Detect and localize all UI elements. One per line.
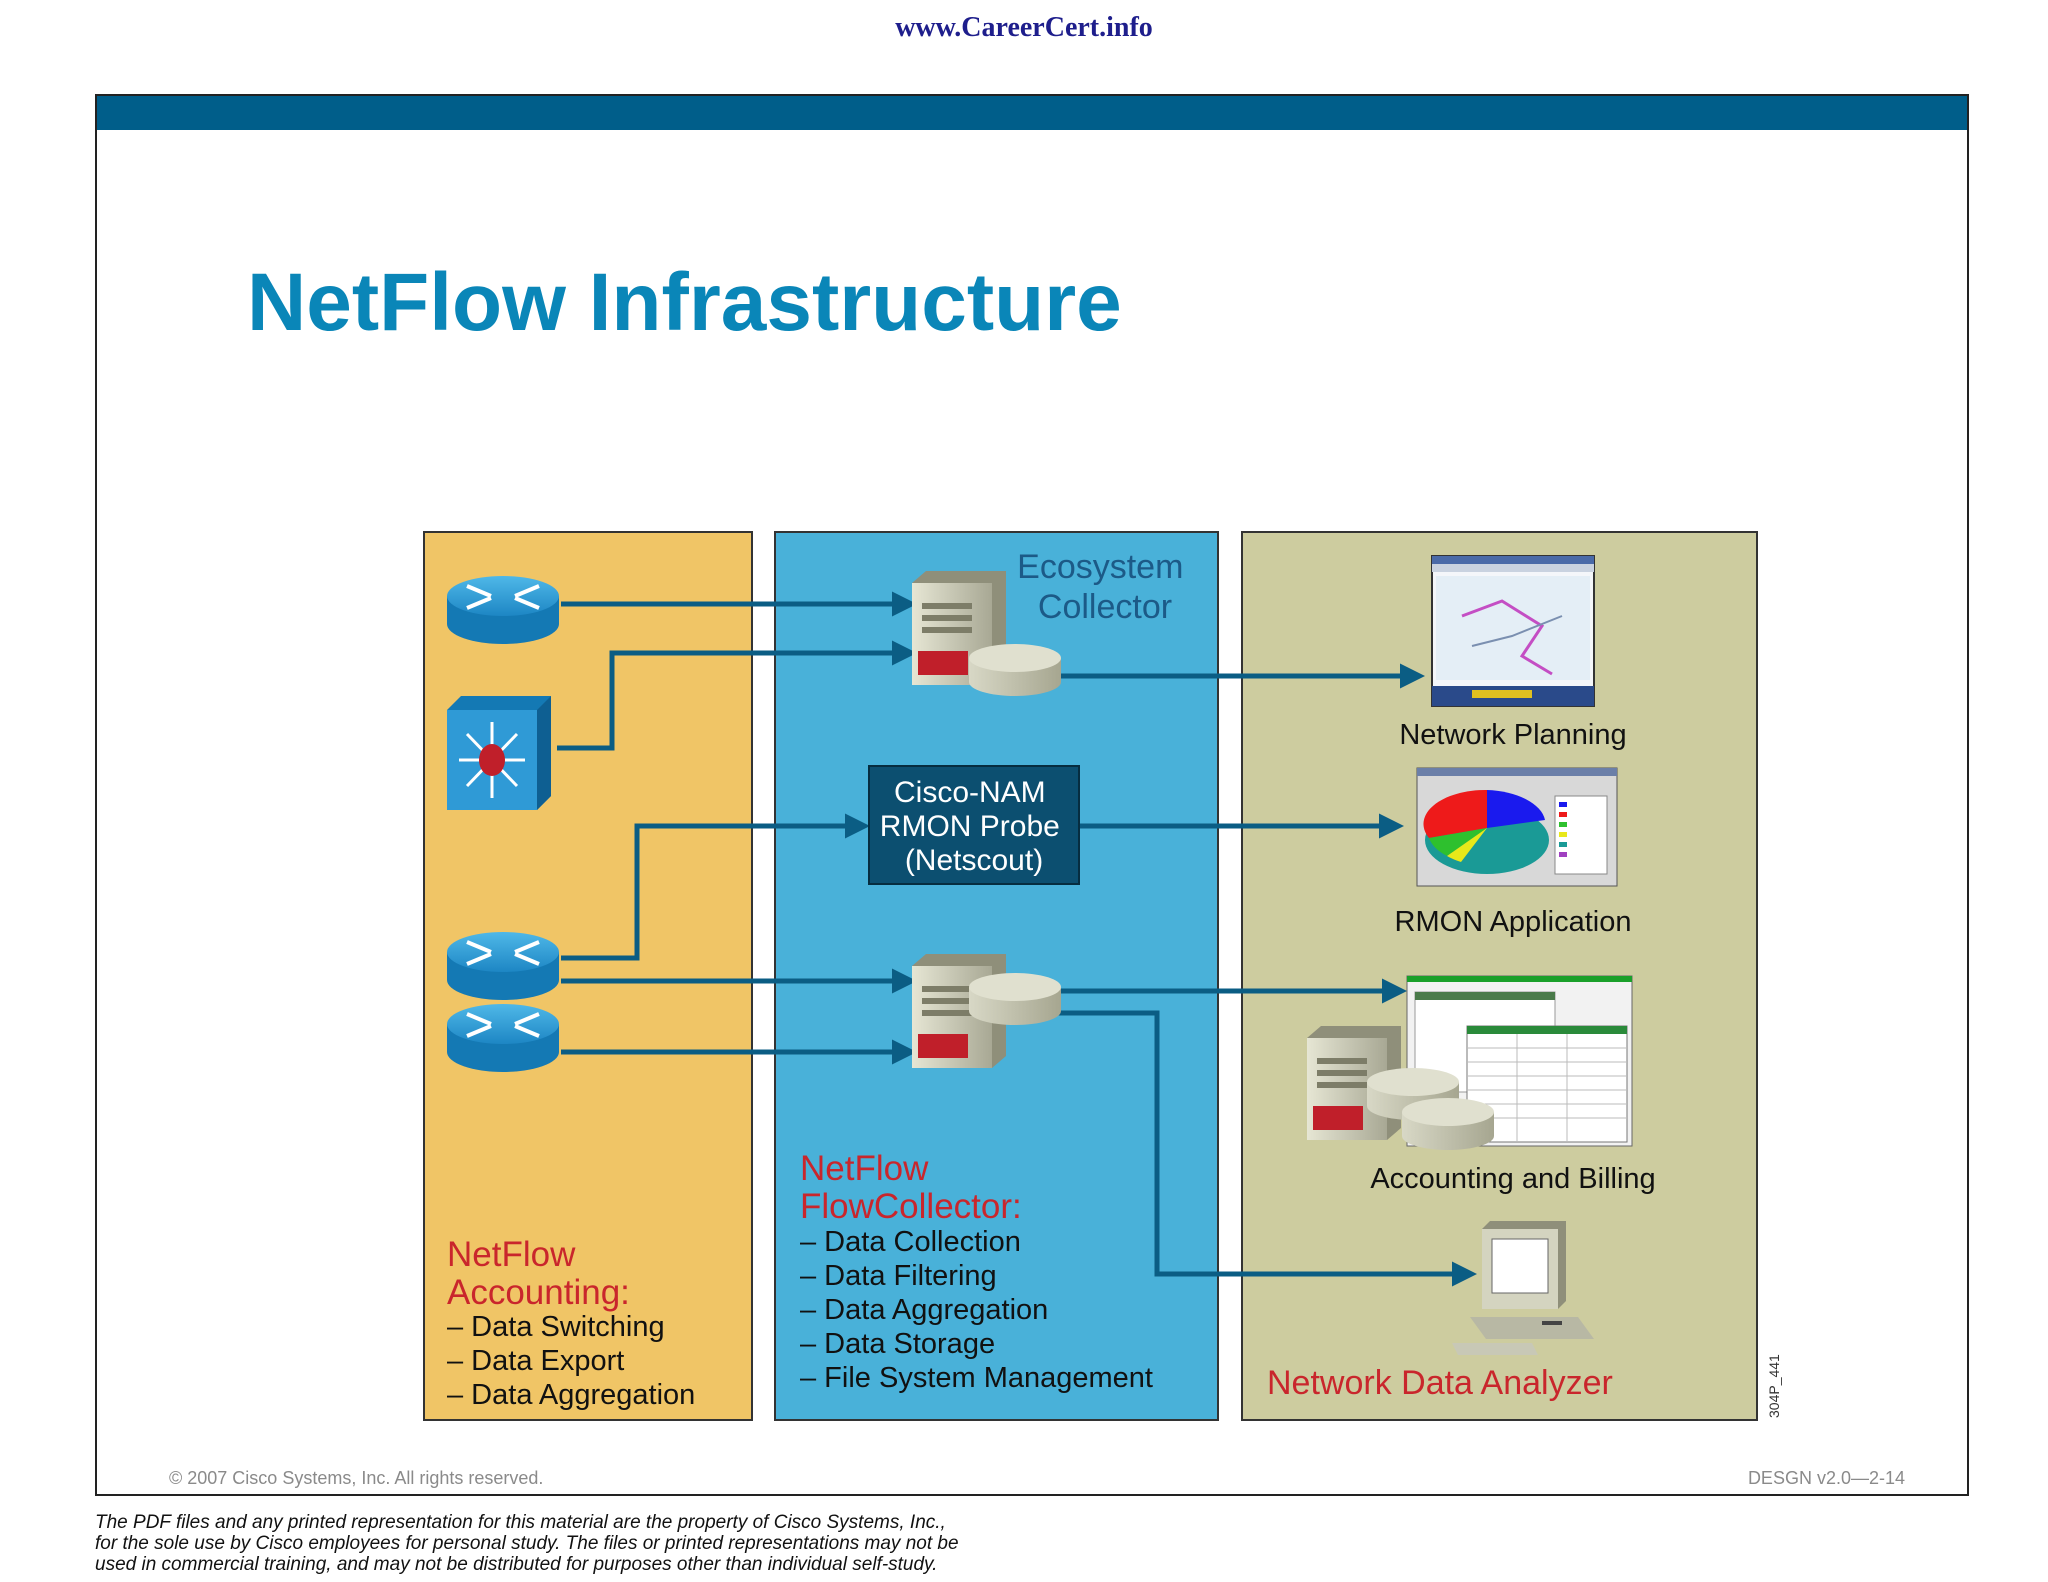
switch-icon bbox=[447, 696, 551, 810]
flow-arrow bbox=[1057, 1010, 1477, 1287]
figure-id: 304P_441 bbox=[1766, 1354, 1782, 1418]
ecosystem-collector-label: Ecosystem Collector bbox=[1017, 548, 1193, 626]
rmon-application-label: RMON Application bbox=[1395, 906, 1632, 938]
disclaimer-line: The PDF files and any printed representa… bbox=[95, 1512, 946, 1533]
disclaimer-line: used in commercial training, and may not… bbox=[95, 1554, 938, 1575]
router-icon bbox=[447, 932, 559, 1000]
accounting-items: – Data Switching – Data Export – Data Ag… bbox=[447, 1311, 695, 1411]
accounting-heading: NetFlow Accounting: bbox=[447, 1235, 630, 1312]
accounting-billing-label: Accounting and Billing bbox=[1370, 1163, 1655, 1195]
network-planning-label: Network Planning bbox=[1399, 719, 1626, 751]
analyzer-heading: Network Data Analyzer bbox=[1267, 1364, 1613, 1402]
site-url[interactable]: www.CareerCert.info bbox=[895, 12, 1153, 43]
rmon-probe-box bbox=[868, 765, 1080, 885]
flow-arrow bbox=[557, 640, 917, 751]
slide: NetFlow Infrastructure bbox=[95, 94, 1969, 1496]
copyright-notice: © 2007 Cisco Systems, Inc. All rights re… bbox=[169, 1468, 544, 1488]
flowcollector-heading: NetFlow FlowCollector: bbox=[800, 1149, 1022, 1226]
flow-arrow bbox=[561, 813, 870, 961]
slide-header-bar bbox=[97, 96, 1967, 130]
disk-icon bbox=[969, 973, 1061, 1025]
disk-icon bbox=[969, 644, 1061, 696]
netflow-diagram: Ecosystem Collector Cisco-NAM RMON Probe… bbox=[423, 531, 1782, 1421]
disk-icon bbox=[1402, 1098, 1494, 1150]
rmon-probe-label: Cisco-NAM RMON Probe (Netscout) bbox=[880, 776, 1068, 877]
rmon-application-screenshot bbox=[1416, 767, 1618, 887]
workstation-icon bbox=[1452, 1221, 1594, 1355]
router-icon bbox=[447, 1004, 559, 1072]
disclaimer: The PDF files and any printed representa… bbox=[95, 1512, 1195, 1575]
flowcollector-items: – Data Collection – Data Filtering – Dat… bbox=[800, 1226, 1153, 1394]
course-code: DESGN v2.0—2-14 bbox=[1747, 1468, 1905, 1488]
network-planning-screenshot bbox=[1431, 555, 1595, 707]
disclaimer-line: for the sole use by Cisco employees for … bbox=[95, 1533, 959, 1554]
slide-title: NetFlow Infrastructure bbox=[247, 257, 1122, 348]
router-icon bbox=[447, 576, 559, 644]
